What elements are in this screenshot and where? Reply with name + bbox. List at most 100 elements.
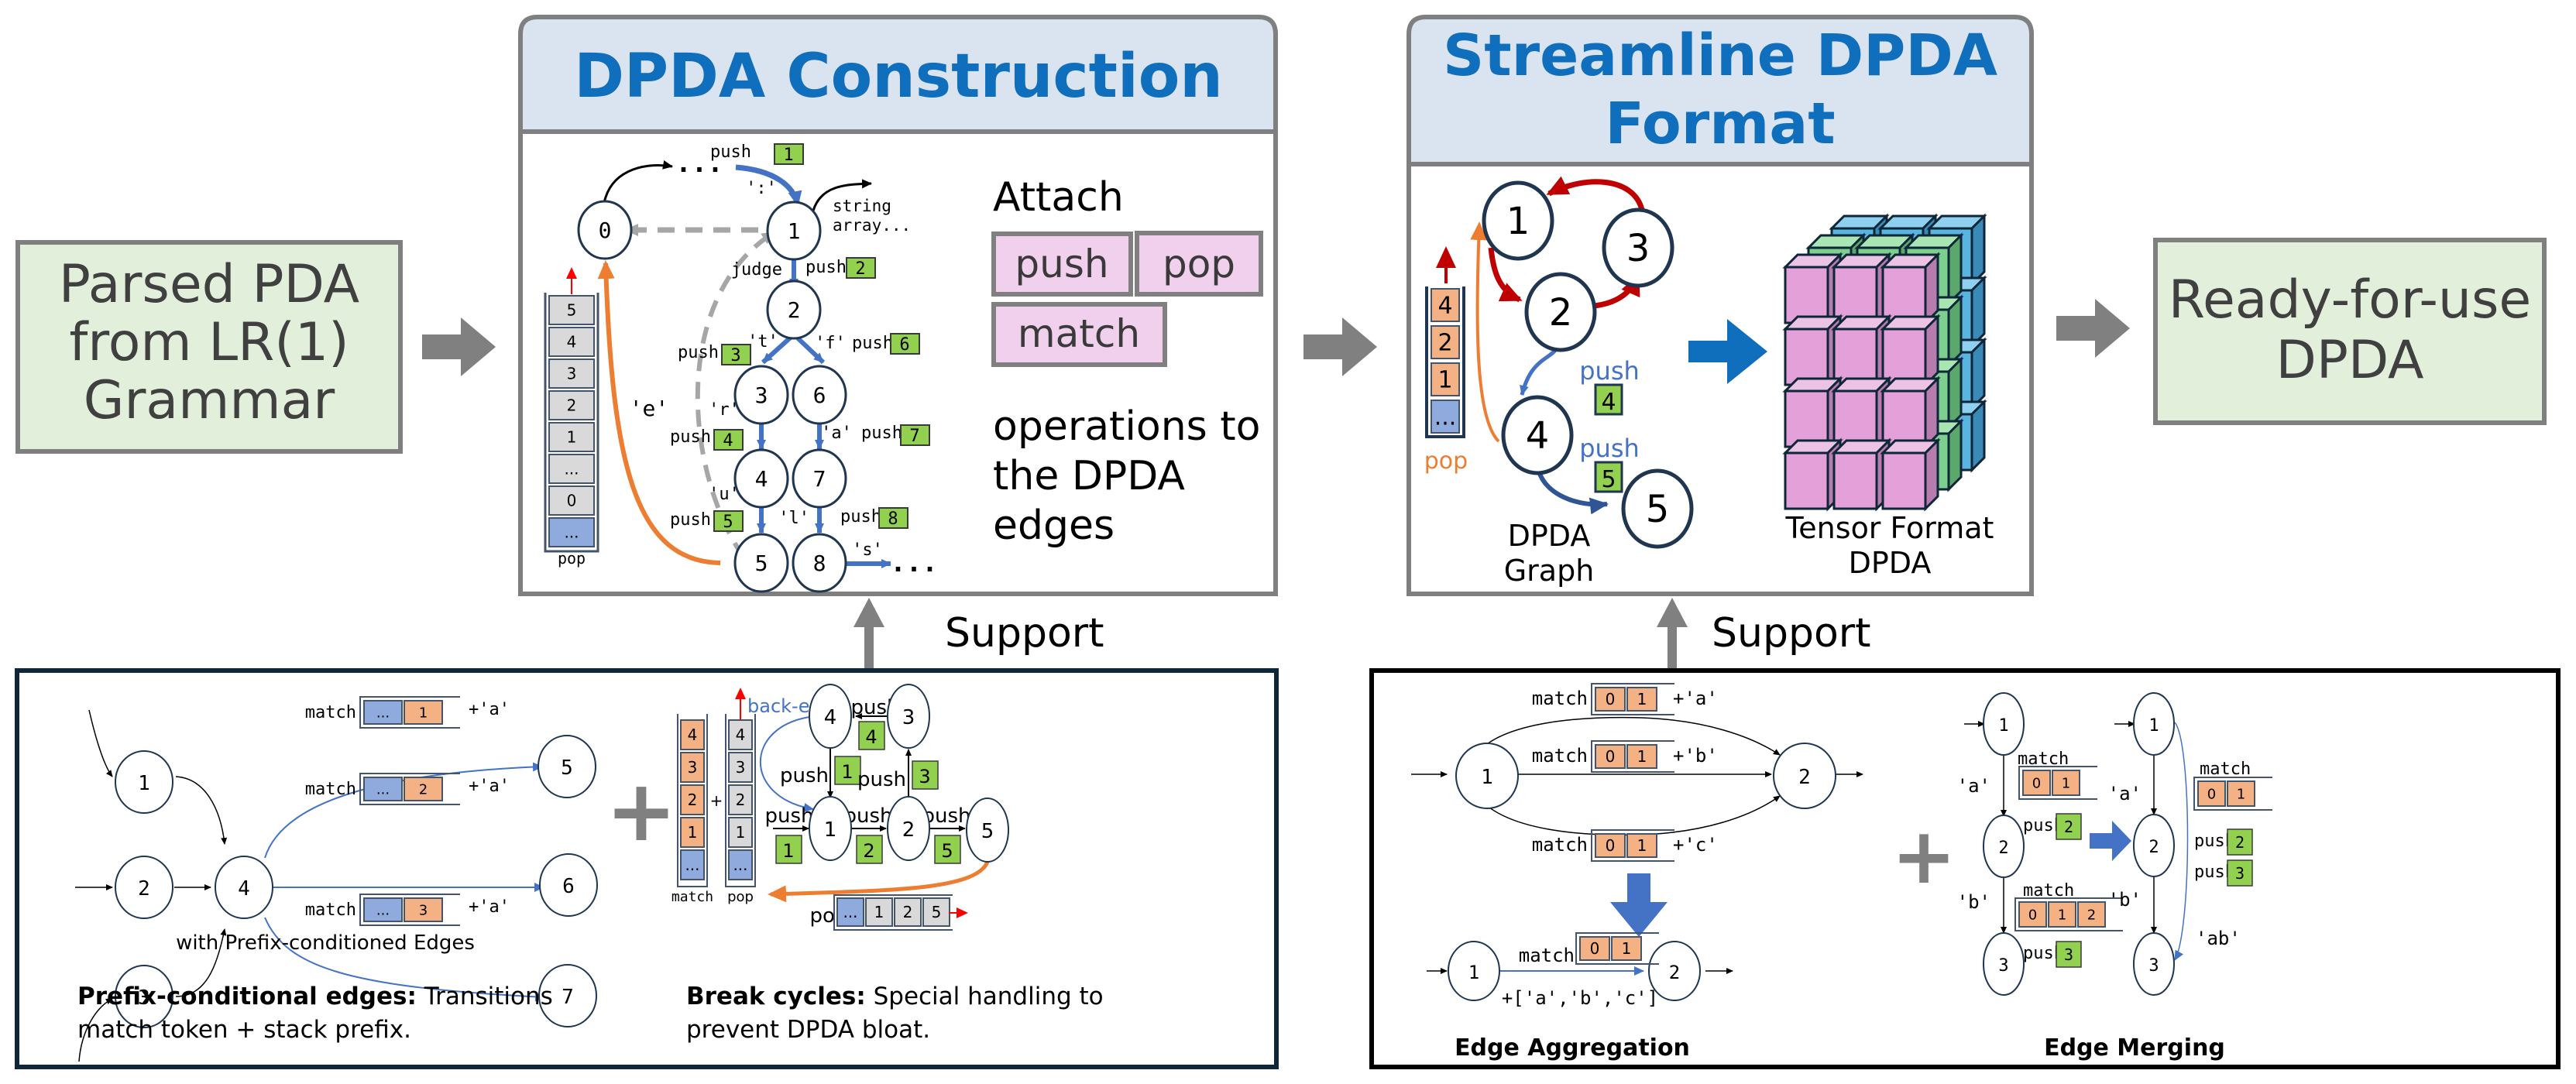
svg-text:1: 1 <box>138 772 150 795</box>
edge-label: 'f' <box>815 334 846 353</box>
stack-label: pop <box>558 549 586 568</box>
svg-text:2: 2 <box>567 396 577 415</box>
svg-text:6: 6 <box>813 382 826 408</box>
push-label: push <box>678 343 719 362</box>
tensor-caption: DPDA <box>1849 546 1932 580</box>
string-label: array... <box>833 216 911 235</box>
match-label: match <box>305 780 356 799</box>
svg-text:3: 3 <box>419 902 428 918</box>
pop-row-cell: 5 <box>922 897 950 927</box>
svg-text:7: 7 <box>813 466 826 492</box>
op-push: push <box>1015 242 1108 286</box>
svg-text:0: 0 <box>1606 836 1616 855</box>
state-node: 2 <box>1983 815 2025 878</box>
match-token: +'a' <box>469 897 510 917</box>
prefix-cell: 1 <box>2227 780 2255 807</box>
svg-text:6: 6 <box>562 875 575 898</box>
prefix-cell: 1 <box>1626 744 1657 769</box>
small-plus: + <box>710 791 723 810</box>
svg-text:2: 2 <box>1437 330 1452 357</box>
stack-cell: ... <box>1431 400 1460 434</box>
svg-text:0: 0 <box>2032 775 2041 791</box>
svg-text:5: 5 <box>1646 488 1670 531</box>
input-box-line: Grammar <box>84 370 335 431</box>
prefix-cell: ... <box>363 897 403 922</box>
stack-cell: ... <box>680 849 705 880</box>
match-label: match <box>305 900 356 920</box>
svg-text:...: ... <box>564 523 579 542</box>
svg-text:...: ... <box>376 902 390 918</box>
svg-text:2: 2 <box>736 791 746 809</box>
edge-label: 'a' <box>1957 775 1990 797</box>
prefix-cell: 0 <box>2022 770 2051 796</box>
match-label: match <box>2018 750 2069 769</box>
svg-text:4: 4 <box>567 333 577 352</box>
svg-text:1: 1 <box>2237 786 2245 802</box>
svg-text:...: ... <box>376 781 390 798</box>
stack-cell: ... <box>728 849 753 880</box>
svg-text:0: 0 <box>2028 907 2037 923</box>
pop-row-cell: 2 <box>894 897 922 927</box>
prefix-conditioned-graph: 1 2 3 4 5 6 7 match...1+'a'match...2+'a'… <box>75 696 598 1062</box>
prefix-cell: 2 <box>404 777 443 801</box>
state-node: 2 <box>766 280 822 340</box>
attach-ops: Attach push pop match operations to the … <box>991 174 1263 549</box>
svg-text:1: 1 <box>2148 716 2159 736</box>
match-token: +'c' <box>1673 834 1718 856</box>
match-token: +'b' <box>1673 745 1718 767</box>
push-label: push <box>780 764 829 787</box>
push-value: 3 <box>2064 945 2073 964</box>
state-node: 2 <box>1524 272 1597 352</box>
svg-text:4: 4 <box>1437 293 1452 320</box>
support-label: Support <box>945 610 1104 657</box>
pop-row-cell: ... <box>836 897 864 927</box>
svg-text:1: 1 <box>1637 690 1647 708</box>
construction-graph: ... ':' push 1 string array... 'e' judge… <box>544 142 938 593</box>
tensor-cube-front <box>1782 252 1843 326</box>
state-node: 3 <box>1983 932 2025 996</box>
edge-label: 't' <box>747 332 778 352</box>
svg-text:4: 4 <box>736 726 746 744</box>
svg-text:1: 1 <box>1437 367 1452 394</box>
svg-text:1: 1 <box>2058 907 2066 923</box>
transform-arrow-icon <box>1688 319 1767 384</box>
ellipsis-label: ... <box>890 547 937 578</box>
push-label: push <box>857 768 906 791</box>
prefix-cell: 1 <box>2048 901 2076 928</box>
output-box: Ready-for-use DPDA <box>2153 238 2547 425</box>
stack-label: pop <box>727 889 754 905</box>
flow-arrow-icon <box>2056 299 2130 358</box>
svg-text:1: 1 <box>874 903 884 921</box>
state-node: 7 <box>792 448 847 509</box>
svg-text:...: ... <box>685 856 699 874</box>
push-value: 4 <box>865 726 877 748</box>
stack-cell: 2 <box>728 784 753 815</box>
push-value: 1 <box>782 840 794 862</box>
stack-cell: 1 <box>680 817 705 848</box>
push-label: push <box>1579 356 1640 386</box>
match-label: match <box>1532 834 1588 856</box>
stack-cell: 4 <box>680 719 705 750</box>
svg-text:0: 0 <box>1606 690 1616 708</box>
merging-caption: Edge Merging <box>2044 1034 2225 1062</box>
svg-text:2: 2 <box>902 818 915 842</box>
state-node: 4 <box>809 684 852 749</box>
aggregation-caption: Edge Aggregation <box>1455 1034 1690 1062</box>
push-value: 5 <box>941 840 953 862</box>
svg-text:8: 8 <box>813 551 826 576</box>
push-value: 4 <box>723 431 733 451</box>
match-label: match <box>2200 760 2251 779</box>
stack-cell: 4 <box>548 327 595 357</box>
svg-text:1: 1 <box>567 428 577 447</box>
state-node: 3 <box>2133 932 2175 996</box>
tensor-cube-stack <box>1782 213 1987 512</box>
state-node: 2 <box>1773 743 1836 809</box>
edge-label: 'e' <box>630 396 669 421</box>
state-node: 6 <box>539 853 598 917</box>
svg-text:0: 0 <box>599 218 612 243</box>
state-node: 8 <box>792 533 847 593</box>
svg-text:1: 1 <box>2062 775 2070 791</box>
push-label: push <box>861 424 902 443</box>
streamline-title: Format <box>1605 91 1835 157</box>
